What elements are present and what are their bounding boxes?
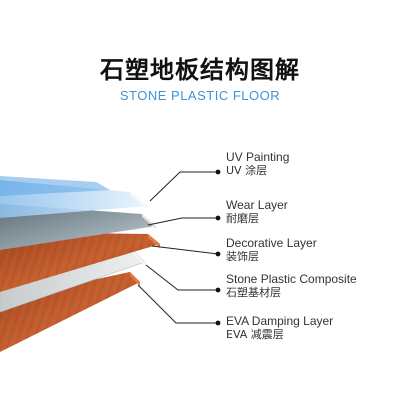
leader-dot-decorative: [215, 251, 221, 257]
leader-line-composite: [145, 264, 218, 291]
layer-label-zh: 耐磨层: [226, 212, 259, 225]
layer-label-uv-painting: UV Painting UV 涂层: [226, 150, 289, 178]
leader-dot-uv: [215, 169, 221, 175]
layer-label-stone-plastic-composite: Stone Plastic Composite 石塑基材层: [226, 272, 357, 300]
leader-line-uv: [149, 171, 218, 202]
uv-painting-layer: [0, 176, 148, 218]
leader-dot-composite: [215, 287, 221, 293]
layer-label-zh: EVA 减震层: [226, 328, 284, 341]
leader-line-eva: [137, 284, 218, 324]
layer-label-en: EVA Damping Layer: [226, 314, 334, 328]
layer-label-en: Decorative Layer: [226, 236, 317, 250]
layer-label-decorative-layer: Decorative Layer 装饰层: [226, 236, 317, 264]
decorative-layer: [0, 232, 160, 292]
layer-label-en: UV Painting: [226, 150, 290, 164]
layer-label-zh: UV 涂层: [226, 164, 268, 177]
page-title: 石塑地板结构图解: [100, 56, 300, 84]
layer-label-en: Wear Layer: [226, 198, 288, 212]
page-subtitle: STONE PLASTIC FLOOR: [119, 88, 281, 103]
wear-layer: [0, 204, 156, 250]
leader-line-wear: [147, 217, 218, 226]
eva-damping-layer: [0, 272, 140, 352]
layer-label-zh: 装饰层: [226, 250, 259, 263]
layer-label-zh: 石塑基材层: [226, 286, 281, 299]
layer-label-eva-damping: EVA Damping Layer EVA 减震层: [226, 314, 333, 342]
leader-line-decorative: [151, 245, 219, 255]
leader-dot-eva: [215, 320, 221, 326]
layer-label-wear-layer: Wear Layer 耐磨层: [226, 198, 288, 226]
leader-dot-wear: [215, 215, 221, 221]
layer-label-en: Stone Plastic Composite: [226, 272, 357, 286]
